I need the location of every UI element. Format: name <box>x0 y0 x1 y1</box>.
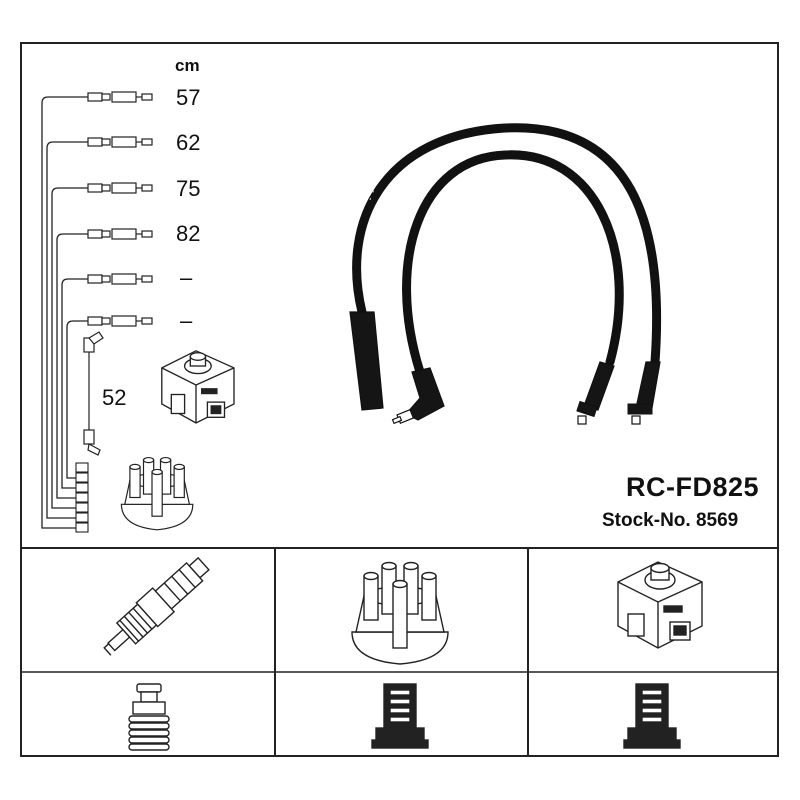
cap-terminal-icon <box>371 683 429 749</box>
legend-lead-connectors <box>87 91 153 327</box>
stock-number: Stock-No. 8569 <box>602 510 739 531</box>
ignition-coil-icon <box>617 561 703 649</box>
lead-connector <box>87 136 153 148</box>
length-unit-label: cm <box>175 56 200 75</box>
plug-terminal-icon <box>128 683 170 751</box>
ignition-coil-icon <box>161 350 235 424</box>
legend-wire-lines <box>41 96 88 529</box>
legend-coil-lead <box>83 331 104 456</box>
coil-terminal-icon <box>623 683 681 749</box>
distributor-cap-icon <box>120 456 194 531</box>
legend-cap-connectors <box>75 462 89 533</box>
coil-lead-length-label: 52 <box>102 385 127 410</box>
frame <box>20 42 779 757</box>
lead-connector <box>87 91 153 103</box>
spark-plug-icon <box>103 556 210 656</box>
lead-length-label: – <box>180 308 193 333</box>
lead-length-label: – <box>180 265 193 290</box>
coil-boot <box>405 367 445 421</box>
lead-length-label: 75 <box>176 176 201 201</box>
cap-boot <box>583 361 615 411</box>
lead-connector <box>87 228 153 240</box>
cap-boot <box>635 361 661 409</box>
lead-connector <box>87 315 153 327</box>
lead-length-label: 82 <box>176 221 201 246</box>
model-number: RC-FD825 <box>626 472 760 502</box>
distributor-cap-icon <box>351 561 449 665</box>
plug-boot <box>349 311 384 411</box>
lead-length-label: 57 <box>176 85 201 110</box>
lead-connector <box>87 182 153 194</box>
lead-connector <box>87 273 153 285</box>
ignition-lead-set <box>349 123 662 425</box>
lead-length-label: 62 <box>176 130 201 155</box>
